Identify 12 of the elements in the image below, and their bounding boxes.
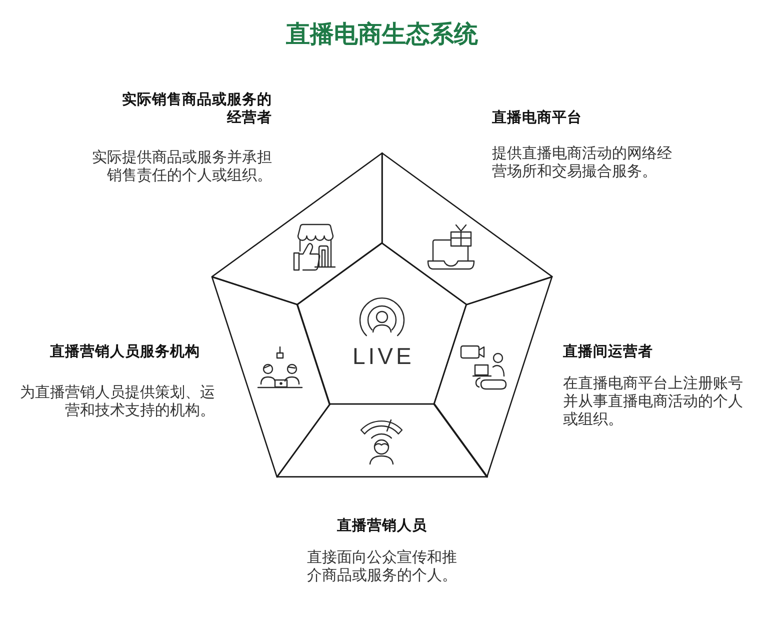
description-text: 在直播电商平台上注册账号并从事直播电商活动的个人或组织。 — [562, 374, 744, 428]
description-text: 为直播营销人员提供策划、运营和技术支持的机构。 — [19, 382, 215, 419]
live-text: LIVE — [351, 344, 414, 368]
section-heading: 实际销售商品或服务的经营者 — [121, 91, 272, 127]
description-text: 提供直播电商活动的网络经营场所和交易撮合服务。 — [492, 144, 673, 180]
description-text: 直接面向公众宣传和推介商品或服务的个人。 — [306, 548, 458, 584]
section-heading: 直播电商平台 — [492, 109, 582, 127]
section-heading: 直播营销人员服务机构 — [50, 342, 200, 361]
section-heading: 直播营销人员 — [336, 516, 427, 535]
description-text: 实际提供商品或服务并承担销售责任的个人或组织。 — [91, 148, 272, 184]
diagram-title: 直播电商生态系统 — [286, 19, 478, 50]
section-heading: 直播间运营者 — [562, 342, 653, 361]
